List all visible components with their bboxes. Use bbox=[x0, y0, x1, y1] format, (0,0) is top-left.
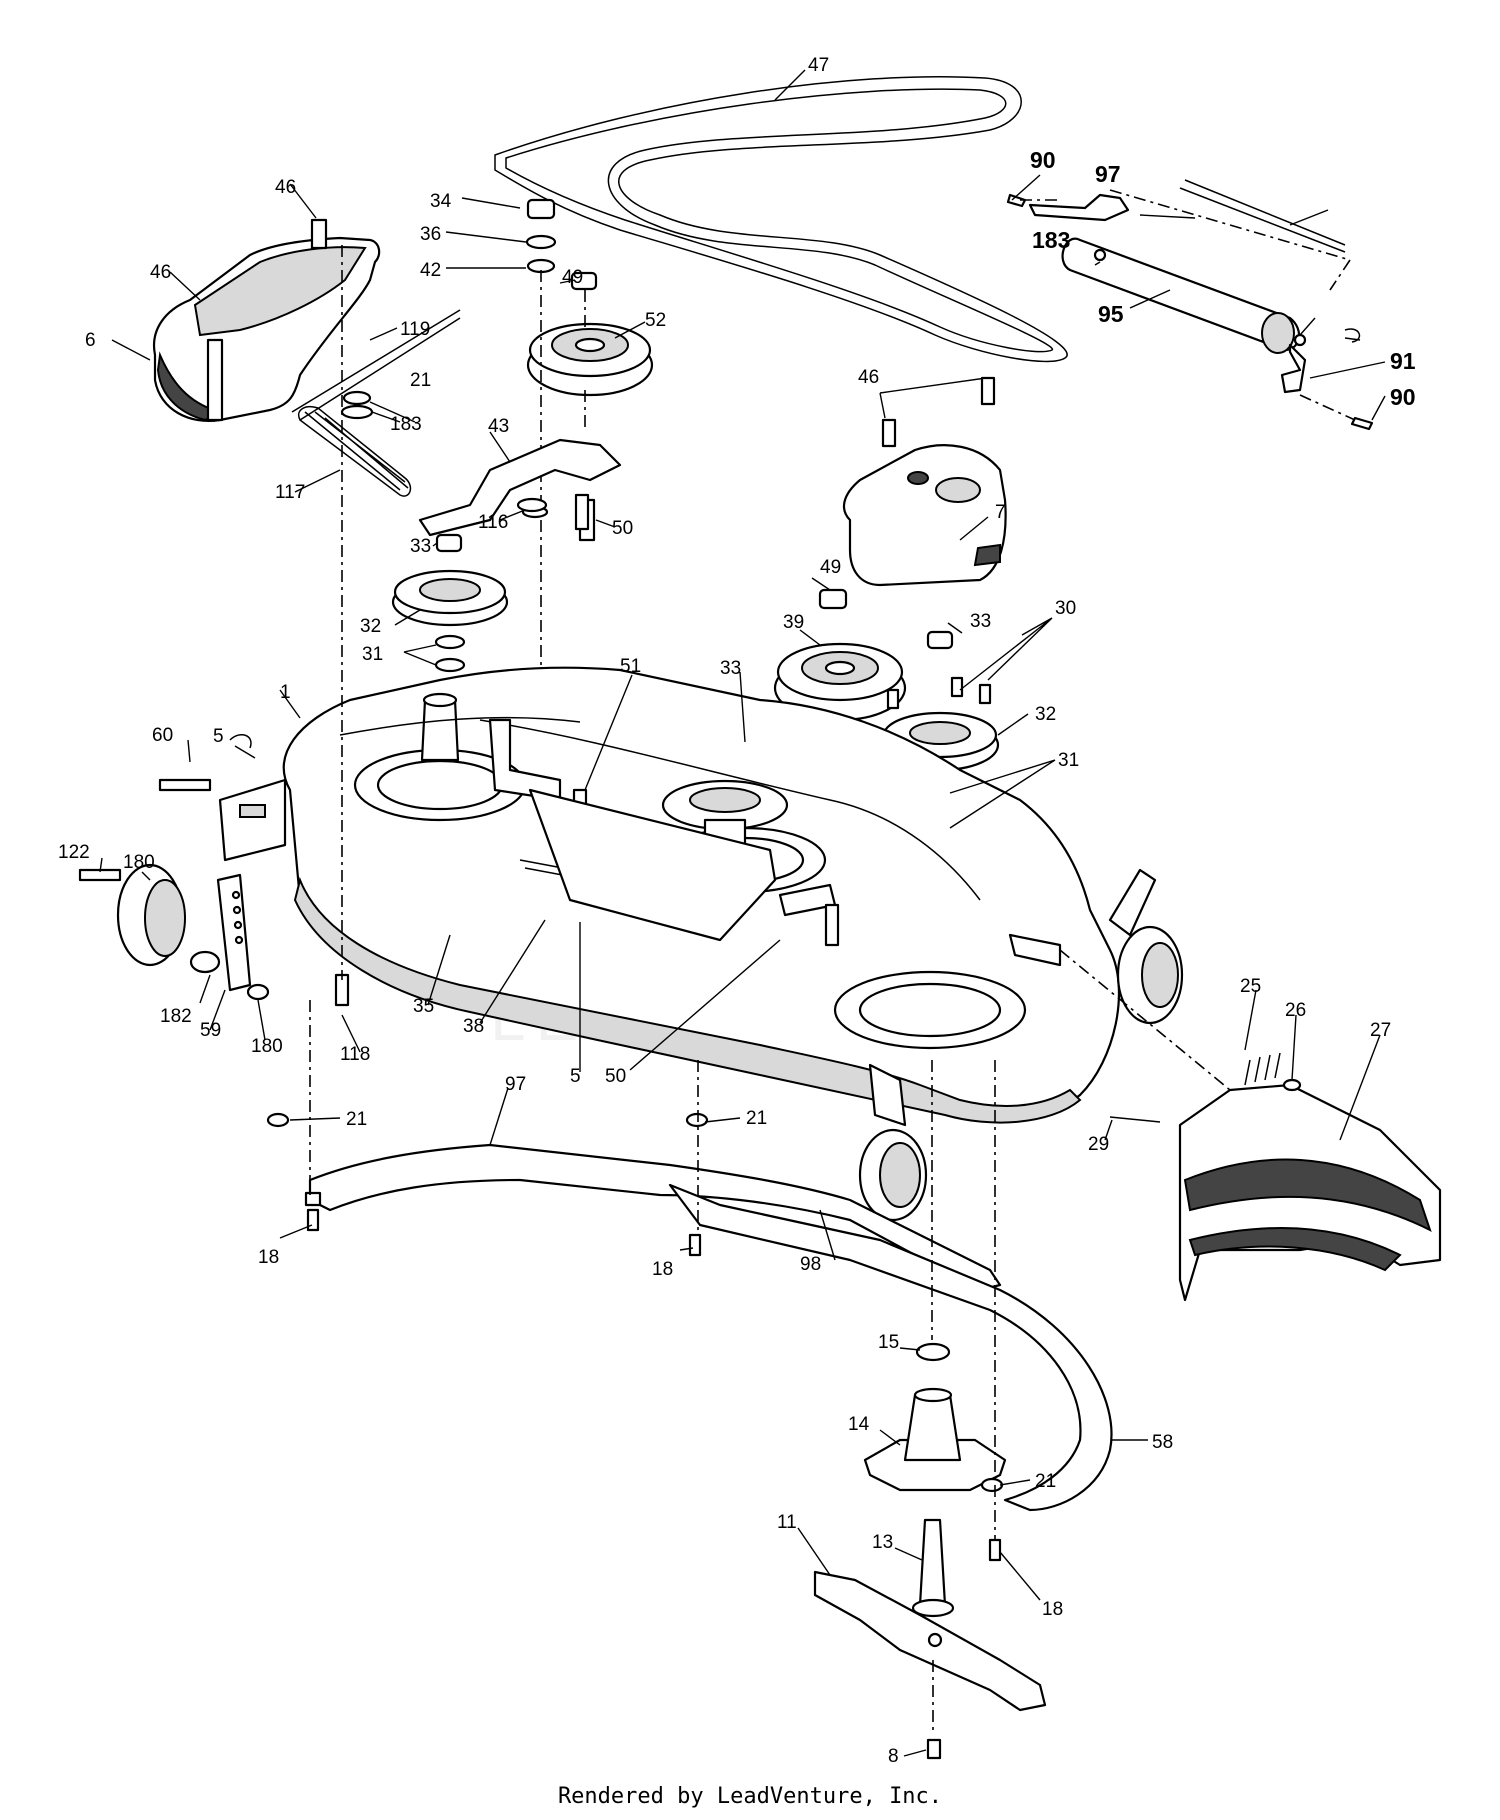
right-pulley-cover bbox=[842, 444, 1007, 587]
callout-39: 39 bbox=[783, 612, 804, 633]
callout-1: 1 bbox=[280, 682, 291, 703]
deck-linkage bbox=[488, 718, 840, 947]
callout-113: 118 bbox=[340, 1044, 370, 1065]
callout-7: 7 bbox=[995, 502, 1006, 523]
footer-credit: Rendered by LeadVenture, Inc. bbox=[557, 1784, 943, 1809]
callout-98: 117 bbox=[275, 482, 305, 503]
callout-6: 6 bbox=[85, 330, 96, 351]
callout-49-center: 49 bbox=[820, 557, 841, 578]
idler-pulley-stack bbox=[525, 198, 654, 690]
callout-117: 180 bbox=[123, 852, 155, 873]
callout-15: 15 bbox=[878, 1332, 899, 1353]
callout-18-center: 18 bbox=[652, 1259, 673, 1280]
callout-50-bottom: 50 bbox=[605, 1066, 626, 1087]
callout-95: 97 bbox=[1095, 161, 1121, 187]
callout-180-top: 183 bbox=[1032, 227, 1070, 253]
callout-50-top: 50 bbox=[612, 518, 633, 539]
center-idler-pulley bbox=[773, 588, 907, 722]
callout-14: 14 bbox=[848, 1414, 870, 1435]
callout-116: 122 bbox=[58, 842, 90, 863]
callout-59: 97 bbox=[505, 1074, 526, 1095]
callout-32-left: 32 bbox=[360, 616, 381, 637]
callout-35: 35 bbox=[413, 996, 434, 1017]
callout-29: 29 bbox=[1088, 1134, 1109, 1155]
callout-5-left: 5 bbox=[213, 726, 224, 747]
left-deck-pulley bbox=[391, 533, 509, 673]
callout-97: 116 bbox=[478, 512, 508, 533]
deflector-roller-assembly bbox=[1006, 179, 1374, 431]
callout-42: 42 bbox=[420, 260, 441, 281]
discharge-chute bbox=[1059, 949, 1442, 1302]
callout-119: 182 bbox=[160, 1006, 192, 1027]
left-pulley-cover bbox=[152, 236, 381, 423]
leader-lines bbox=[99, 69, 1386, 1757]
callout-46-right: 46 bbox=[858, 367, 879, 388]
callout-90-bottom: 90 bbox=[1390, 384, 1416, 410]
left-gauge-wheel bbox=[78, 863, 221, 974]
callout-43: 43 bbox=[488, 416, 509, 437]
callout-118: 180 bbox=[251, 1036, 283, 1057]
callout-33-left: 33 bbox=[410, 536, 431, 557]
mower-blade bbox=[813, 1570, 1047, 1712]
callout-91: 91 bbox=[1390, 348, 1416, 374]
callout-122: 183 bbox=[390, 414, 422, 435]
callout-labels: 46 46 6 34 36 42 49 52 47 119 21 183 117… bbox=[58, 55, 1416, 1767]
rear-right-wheel bbox=[1008, 868, 1184, 1025]
callout-30: 30 bbox=[1055, 598, 1076, 619]
callout-46-left: 46 bbox=[150, 262, 171, 283]
callout-34: 34 bbox=[430, 191, 452, 212]
callout-49-top: 49 bbox=[562, 267, 583, 288]
callout-33-center: 33 bbox=[720, 658, 741, 679]
callout-58: 58 bbox=[1152, 1432, 1173, 1453]
callout-26: 26 bbox=[1285, 1000, 1306, 1021]
callout-94: 95 bbox=[1098, 301, 1124, 327]
callout-56: 59 bbox=[200, 1020, 221, 1041]
gauge-bracket bbox=[216, 873, 270, 1001]
front-left-bracket bbox=[158, 733, 287, 862]
callout-18-right: 18 bbox=[1042, 1599, 1063, 1620]
callout-21-right: 21 bbox=[1035, 1471, 1056, 1492]
callout-5-center: 5 bbox=[570, 1066, 581, 1087]
callout-114: 119 bbox=[400, 319, 430, 340]
callout-25: 25 bbox=[1240, 976, 1261, 997]
rear-center-wheel bbox=[858, 1063, 928, 1222]
callout-11: 11 bbox=[777, 1512, 797, 1533]
spindle-assembly bbox=[863, 1342, 1007, 1618]
callout-21-top: 21 bbox=[410, 370, 431, 391]
callout-36: 36 bbox=[420, 224, 441, 245]
drive-belt bbox=[494, 76, 1068, 363]
callout-60: 98 bbox=[800, 1254, 821, 1275]
callout-52: 52 bbox=[645, 310, 666, 331]
callout-33-right: 33 bbox=[970, 611, 991, 632]
callout-27: 27 bbox=[1370, 1020, 1391, 1041]
callout-31-left: 31 bbox=[362, 644, 383, 665]
deck-baffles bbox=[304, 1143, 1113, 1512]
callout-57: 60 bbox=[152, 725, 173, 746]
callout-31-right: 31 bbox=[1058, 750, 1079, 771]
callout-90-top: 90 bbox=[1030, 147, 1056, 173]
callout-32-right: 32 bbox=[1035, 704, 1056, 725]
callout-21-left: 21 bbox=[346, 1109, 367, 1130]
callout-51: 51 bbox=[620, 656, 641, 677]
callout-47: 47 bbox=[808, 55, 829, 76]
fasteners bbox=[266, 218, 1004, 1760]
callout-21-center: 21 bbox=[746, 1108, 767, 1129]
callout-8: 8 bbox=[888, 1746, 899, 1767]
callout-38: 38 bbox=[463, 1016, 484, 1037]
callout-18-left: 18 bbox=[258, 1247, 279, 1268]
callout-13: 13 bbox=[872, 1532, 893, 1553]
callout-46-top: 46 bbox=[275, 177, 296, 198]
